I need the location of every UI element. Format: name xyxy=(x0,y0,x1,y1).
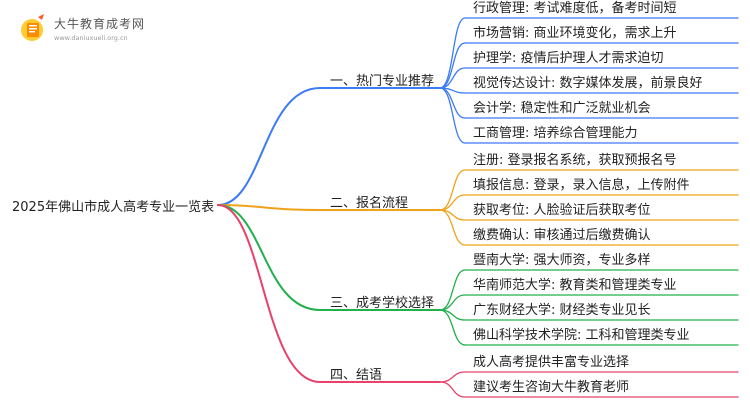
branch-label: 二、报名流程 xyxy=(330,196,409,211)
leaf-connector xyxy=(439,169,466,211)
leaf-label: 缴费确认: 审核通过后缴费确认 xyxy=(473,228,651,243)
leaf-connector xyxy=(439,269,466,311)
logo-name: 大牛教育成考网 xyxy=(54,16,146,31)
leaf-connector xyxy=(439,371,466,383)
leaf-label: 获取考位: 人脸验证后获取考位 xyxy=(473,203,651,218)
leaf-connector xyxy=(439,209,466,246)
leaf-label: 佛山科学技术学院: 工科和管理类专业 xyxy=(473,328,690,343)
leaf-label: 护理学: 疫情后护理人才需求迫切 xyxy=(473,51,664,66)
branch-label: 三、成考学校选择 xyxy=(330,296,435,311)
leaf-label: 视觉传达设计: 数字媒体发展，前景良好 xyxy=(473,76,703,91)
leaf-connector xyxy=(439,294,466,311)
leaf-label: 成人高考提供丰富专业选择 xyxy=(473,355,630,370)
branch-connector xyxy=(217,204,321,383)
leaf-label: 暨南大学: 强大师资，专业多样 xyxy=(473,253,651,268)
leaf-connector xyxy=(439,381,466,398)
leaf-label: 会计学: 稳定性和广泛就业机会 xyxy=(473,101,651,116)
leaf-connector xyxy=(439,309,466,346)
branch-label: 四、结语 xyxy=(330,368,383,383)
leaf-label: 填报信息: 登录，录入信息，上传附件 xyxy=(473,178,690,193)
leaf-label: 市场营销: 商业环境变化，需求上升 xyxy=(473,26,677,41)
leaf-label: 华南师范大学: 教育类和管理类专业 xyxy=(473,278,677,293)
leaf-connector xyxy=(439,194,466,211)
leaf-connector xyxy=(439,87,466,144)
leaf-label: 工商管理: 培养综合管理能力 xyxy=(473,126,638,141)
logo: 大牛教育成考网 www.daniuxueli.org.cn xyxy=(18,14,145,42)
leaf-connector xyxy=(439,67,466,89)
branch-label: 一、热门专业推荐 xyxy=(330,74,435,89)
leaf-label: 广东财经大学: 财经类专业见长 xyxy=(473,303,651,318)
branch-connector xyxy=(217,204,321,211)
leaf-label: 行政管理: 考试难度低，备考时间短 xyxy=(473,1,677,16)
leaf-label: 注册: 登录报名系统，获取预报名号 xyxy=(473,153,677,168)
branch-connector xyxy=(217,87,321,206)
root-topic: 2025年佛山市成人高考专业一览表 xyxy=(12,200,215,215)
leaf-connector xyxy=(439,42,466,89)
leaf-label: 建议考生咨询大牛教育老师 xyxy=(473,380,630,395)
logo-icon xyxy=(21,14,44,41)
logo-url: www.daniuxueli.org.cn xyxy=(54,33,128,42)
branch-connector xyxy=(217,204,321,311)
